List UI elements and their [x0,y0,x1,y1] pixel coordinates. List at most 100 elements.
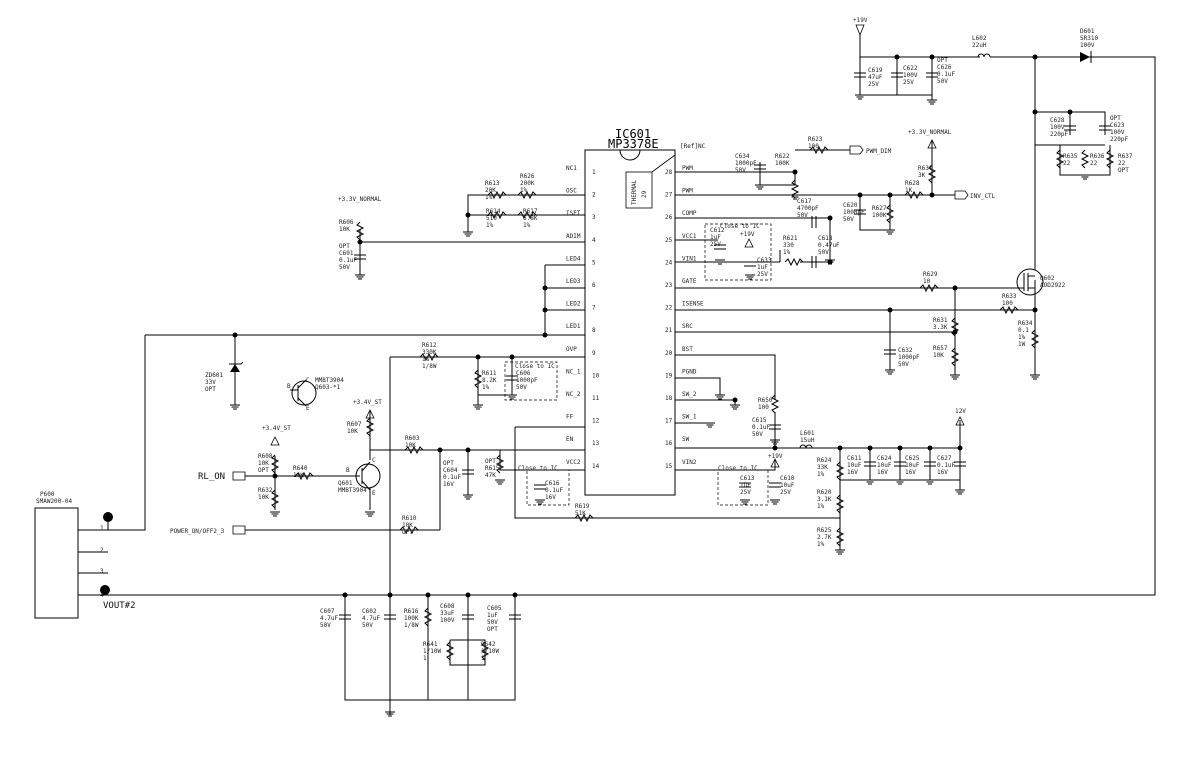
label-line: R617 [523,208,538,215]
capacitors [339,72,1111,620]
label-line: R632 [258,487,273,494]
label-line: R634 [1018,320,1033,327]
pin-name: BST [682,346,693,353]
label-line: 33V [205,379,216,386]
label-line: 50V [752,431,763,438]
label-line: C617 [797,198,812,205]
label-line: R606 [339,219,354,226]
label-line: R657 [933,345,948,352]
net-19v: +19V [853,17,868,24]
label-line: MMBT3904 [315,377,344,384]
label-line: R610 [402,515,417,522]
label-line: C632 [898,347,913,354]
pin-name: PWM [682,165,693,172]
label-line: 1% [817,471,825,478]
label-line: 50V [362,622,373,629]
label-line: OPT [402,529,413,536]
label-line: 510 [486,215,497,222]
label-line: 50V [487,619,498,626]
label-line: L601 [800,430,815,437]
connector-pin-4: 4 [100,592,104,599]
label-line: OPT [339,243,350,250]
label-line: 1/10W [481,648,499,655]
connector-part: SMAW200-04 [36,498,73,505]
pin-num: 17 [665,418,673,425]
label-line: R614 [486,208,501,215]
label-line: 1/8W [422,363,437,370]
label-line: C619 [868,67,883,74]
pin-num: 4 [592,237,596,244]
label-line: 3.1K [817,496,832,503]
resistors [270,145,1115,661]
pin-name: SW_2 [682,391,697,398]
label-line: 4700pF [797,205,819,212]
label-line: 22uH [972,42,987,49]
label-line: R628 [905,180,920,187]
net-labels: +19V +3.3V_NORMAL +3.3V_NORMAL +3.4V_ST … [103,17,996,611]
label-line: 16V [847,469,858,476]
label-line: 50V [339,264,350,271]
label-line: R627 [872,205,887,212]
pin-name: GATE [682,278,697,285]
label-line: R621 [783,235,798,242]
ground-icon [895,479,905,485]
label-line: 50V [937,78,948,85]
label-line: R615 [485,465,500,472]
diode-d601 [1080,51,1092,63]
label-line: 1 [423,655,427,662]
ic-ref: IC601 [615,127,651,141]
label-line: 8.2K [482,377,497,384]
label-line: 1% [817,503,825,510]
label-line: 6.8K [523,215,538,222]
label-line: 1000pF [516,377,538,384]
label-line: 10K [402,522,413,529]
pin-name: PGND [682,368,697,375]
pin-num: 9 [592,350,596,357]
svg-text:C: C [372,457,376,464]
pin-name: VCC1 [682,233,697,240]
label-line: 100 [1002,300,1013,307]
label-line: 1% [783,249,791,256]
label-line: R622 [775,153,790,160]
label-line: 4.7uF [320,615,338,622]
label-line: R612 [422,342,437,349]
label-line: 100 [758,404,769,411]
label-line: 3K [918,172,926,179]
ic-body [584,149,676,496]
label-line: C606 [516,370,531,377]
connector-pin-2: 2 [100,547,104,554]
ic-part: MP3378E [608,137,659,151]
label-line: 10K [405,442,416,449]
net-pwm-dim: PWM_DIM [866,148,892,155]
ground-icon [473,404,483,410]
label-line: 220pF [1110,136,1128,143]
label-line: R608 [258,453,273,460]
ic-notch [619,149,641,161]
pin-num: 8 [592,327,596,334]
label-line: R641 [423,641,438,648]
net-33v-normal-a: +3.3V_NORMAL [338,196,382,203]
label-line: 1000pF [843,209,865,216]
